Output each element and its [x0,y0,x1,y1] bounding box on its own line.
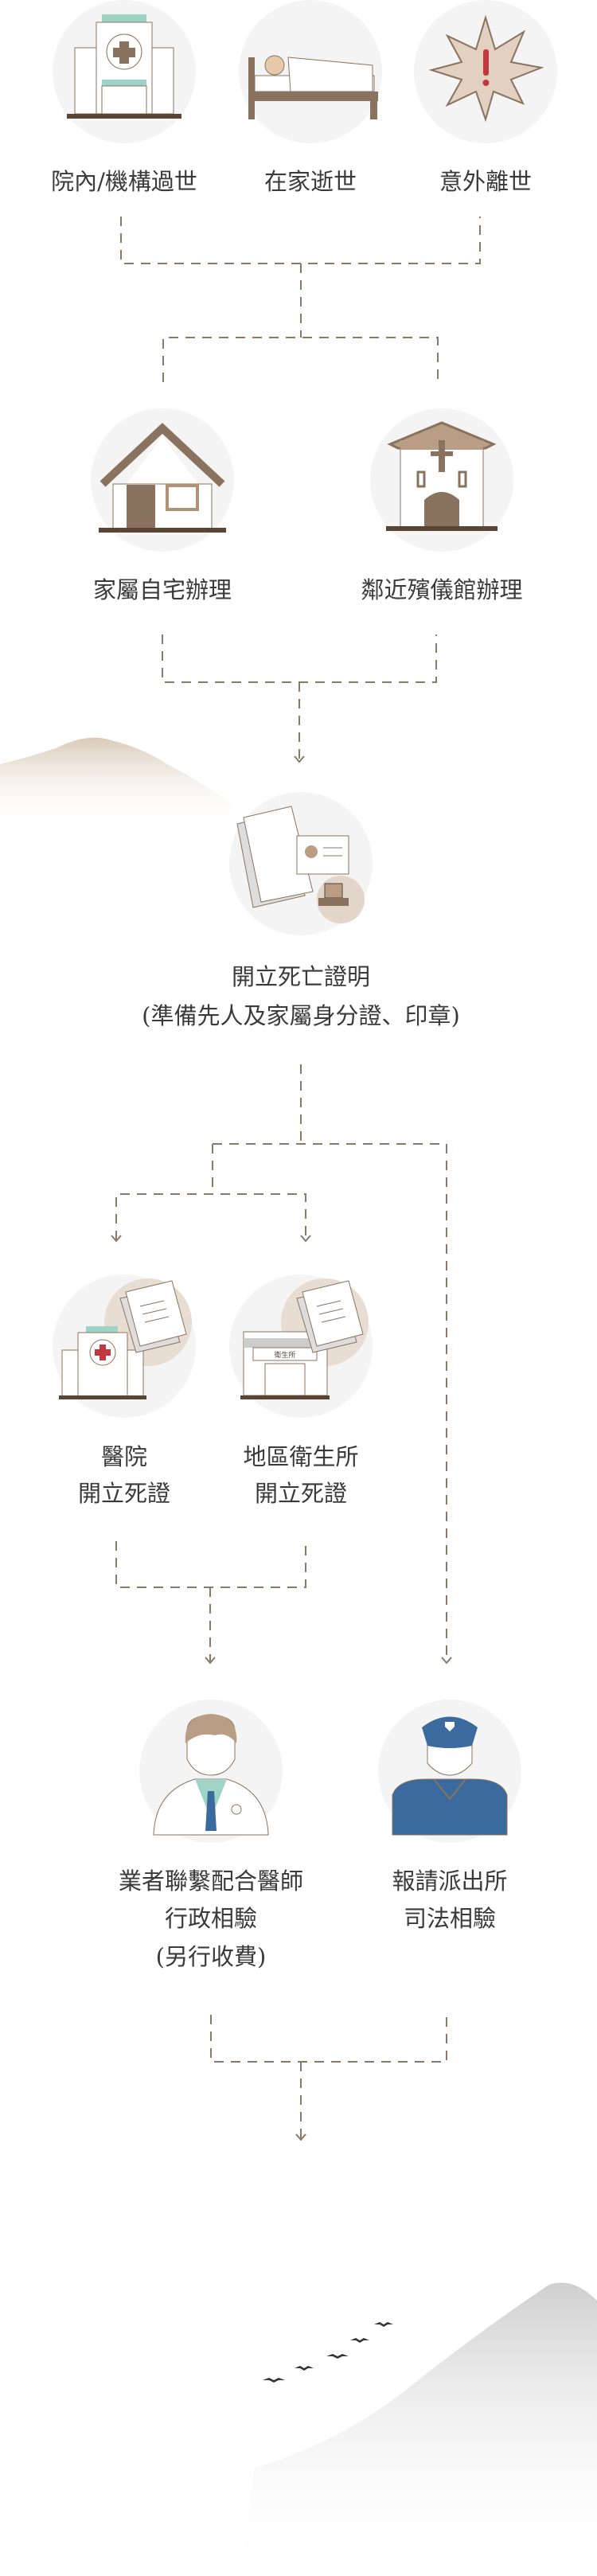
arrow-down-icon [111,1235,122,1243]
health-center-documents-icon: 衛生所 [229,1274,373,1418]
connector-row1 [120,217,481,264]
hospital-documents-icon [53,1274,196,1418]
arrowheads [111,755,452,2141]
arrow-down-icon [441,1657,452,1665]
connector-split-right [213,1143,447,1661]
arrow-down-icon [300,1235,311,1243]
house-icon [91,408,234,552]
row5-label-police-line1: 報請派出所 [392,1868,508,1895]
arrow-down-icon [295,2133,306,2141]
police-icon [378,1700,521,1843]
row2-label-funeral-home: 鄰近殯儀館辦理 [361,576,523,603]
doctor-icon [139,1700,283,1843]
connector-row4-top [115,1193,306,1240]
row1-label-home: 在家逝世 [263,168,357,195]
mountain-birds-decoration [239,2282,597,2576]
connector-row2-bottom [162,634,437,683]
arrow-down-icon [294,755,305,763]
bed-icon [239,0,382,143]
row2-label-home: 家屬自宅辦理 [92,576,232,603]
row5-label-police-line2: 司法相驗 [403,1905,496,1932]
connector-row5-bottom [210,2015,447,2063]
step3-label-line2: (準備先人及家屬身分證、印章) [142,1002,460,1029]
accident-burst-icon [414,0,557,143]
health-center-sign: 衛生所 [274,1350,295,1360]
birds-icon [263,2322,393,2383]
hospital-icon [53,0,196,143]
step3-label-line1: 開立死亡證明 [231,963,370,990]
row1-label-hospital: 院內/機構過世 [51,168,197,195]
row4-label-health-center-line1: 地區衛生所 [243,1443,359,1470]
row5-label-doctor-line3: (另行收費) [155,1943,267,1970]
row1-label-accident: 意外離世 [439,168,532,195]
row5-label-doctor-line1: 業者聯繫配合醫師 [118,1868,303,1895]
row4-label-hospital-line1: 醫院 [100,1443,147,1470]
row4-label-health-center-line2: 開立死證 [254,1480,347,1507]
arrow-down-icon [205,1657,216,1665]
mountain-decoration [0,737,231,828]
connector-row2-top [162,337,439,382]
row4-label-hospital-line2: 開立死證 [77,1480,170,1507]
funeral-home-icon [370,408,513,552]
connector-row4-bottom [115,1541,306,1588]
row5-label-doctor-line2: 行政相驗 [164,1905,257,1932]
documents-icon [229,792,373,935]
